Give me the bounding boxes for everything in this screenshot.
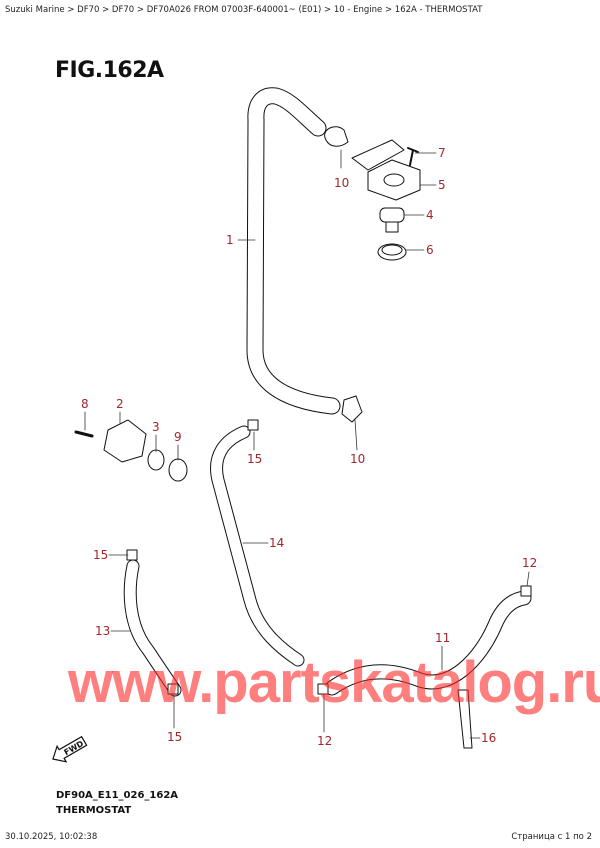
clip-12 xyxy=(520,585,532,597)
callout-10: 10 xyxy=(334,176,349,190)
callout-10b: 10 xyxy=(350,452,365,466)
gasket xyxy=(377,243,407,261)
callout-7: 7 xyxy=(438,146,446,160)
page-number: Страница с 1 по 2 xyxy=(511,832,592,842)
callout-13: 13 xyxy=(95,624,110,638)
callout-15b: 15 xyxy=(93,548,108,562)
callout-8: 8 xyxy=(81,397,89,411)
callout-1: 1 xyxy=(226,233,234,247)
print-datetime: 30.10.2025, 10:02:38 xyxy=(5,832,98,842)
hose-1 xyxy=(246,87,341,415)
fwd-arrow-icon: FWD xyxy=(52,735,88,763)
diagram-code: DF90A_E11_026_162A xyxy=(56,790,179,801)
callout-12b: 12 xyxy=(317,734,332,748)
clip-12b xyxy=(317,683,329,695)
callout-3: 3 xyxy=(152,420,160,434)
callout-2: 2 xyxy=(116,397,124,411)
callout-16: 16 xyxy=(481,731,496,745)
callout-4: 4 xyxy=(426,208,434,222)
breadcrumb: Suzuki Marine > DF70 > DF70 > DF70A026 F… xyxy=(5,5,483,15)
callout-12: 12 xyxy=(522,556,537,570)
clip-15c xyxy=(167,683,179,695)
callout-9: 9 xyxy=(174,430,182,444)
callout-15: 15 xyxy=(247,452,262,466)
hose-11 xyxy=(324,590,532,696)
tie-16 xyxy=(457,689,473,749)
thermostat xyxy=(379,207,405,233)
thermostat-cover xyxy=(351,139,421,201)
callout-5: 5 xyxy=(438,178,446,192)
callout-14: 14 xyxy=(269,536,284,550)
diagram-title: THERMOSTAT xyxy=(56,805,132,816)
clamp-10-top xyxy=(324,126,349,147)
clamp-10 xyxy=(341,395,363,423)
figure-title: FIG.162A xyxy=(55,58,164,83)
callout-15c: 15 xyxy=(167,730,182,744)
callout-11: 11 xyxy=(435,631,450,645)
clip-15b xyxy=(126,549,138,561)
callout-6: 6 xyxy=(426,243,434,257)
hose-13 xyxy=(123,559,182,697)
hose-14 xyxy=(210,425,305,667)
bolt-7 xyxy=(407,147,419,166)
valve-assembly xyxy=(74,419,188,482)
clip-15 xyxy=(247,419,259,431)
